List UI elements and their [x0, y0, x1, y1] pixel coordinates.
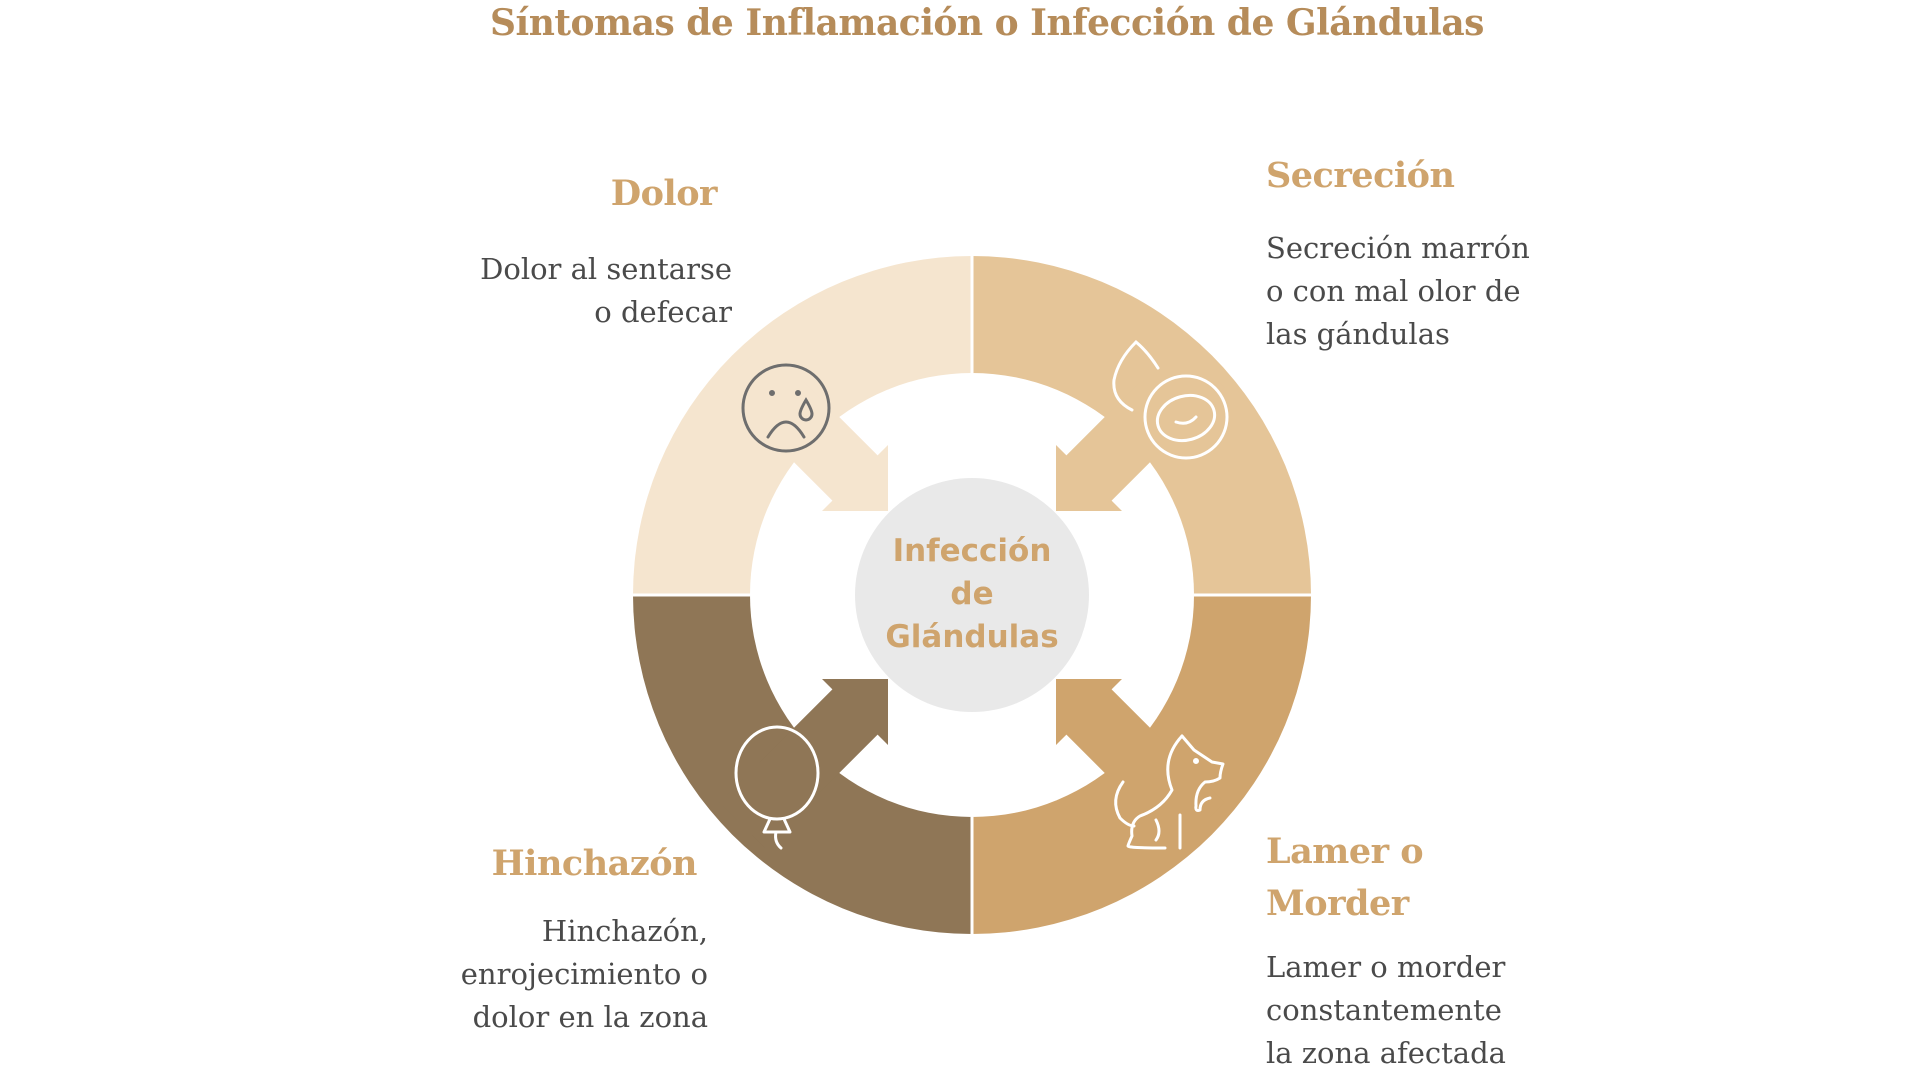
droplet-secretion-icon: [1112, 339, 1229, 460]
heading-hinchazon: Hinchazón: [491, 843, 698, 884]
description-lamer-morder: Lamer o morder constantemente la zona af…: [1266, 950, 1506, 1070]
description-dolor: Dolor al sentarse o defecar: [480, 252, 732, 329]
heading-lamer-morder: Lamer o Morder: [1266, 831, 1424, 924]
center-label: Infección de Glándulas: [885, 533, 1059, 655]
sad-face-tear-icon: [741, 363, 831, 453]
description-secrecion: Secreción marrón o con mal olor de las g…: [1266, 231, 1530, 351]
description-hinchazon: Hinchazón, enrojecimiento o dolor en la …: [460, 914, 708, 1034]
heading-secrecion: Secreción: [1266, 155, 1455, 196]
sitting-dog-icon: [1114, 734, 1225, 850]
arrow-secrecion: [1056, 342, 1225, 511]
arrow-hinchazon: [719, 679, 888, 848]
center-circle: [855, 478, 1089, 712]
arrow-lamer: [1056, 679, 1225, 848]
heading-dolor: Dolor: [610, 173, 718, 214]
page-title: Síntomas de Inflamación o Infección de G…: [490, 2, 1484, 44]
balloon-icon: [734, 725, 820, 850]
arrow-dolor: [719, 342, 888, 511]
